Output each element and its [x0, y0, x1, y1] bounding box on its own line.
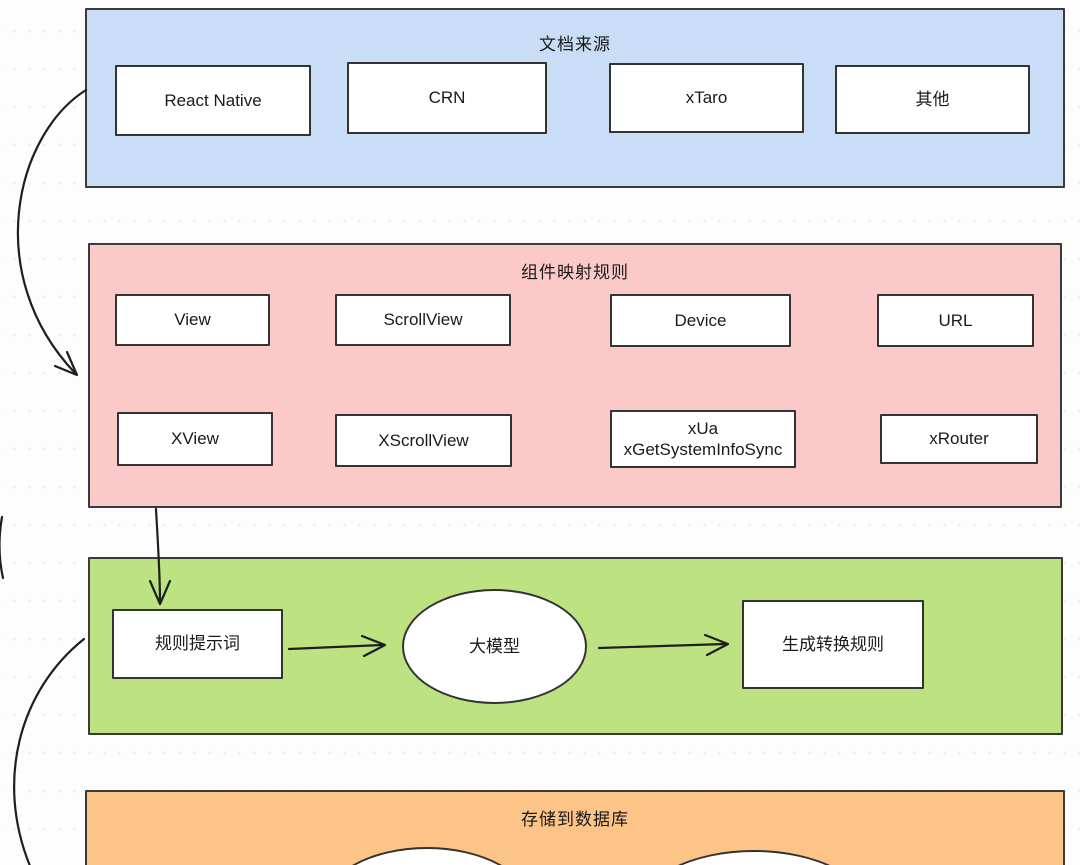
- node-large-model: 大模型: [402, 589, 587, 704]
- node-react-native: React Native: [115, 65, 311, 136]
- node-scrollview: ScrollView: [335, 294, 511, 346]
- node-device: Device: [610, 294, 791, 347]
- arrow-generation-to-storage: [13, 637, 86, 865]
- node-xtaro: xTaro: [609, 63, 804, 133]
- node-xview: XView: [117, 412, 273, 466]
- section-storage: 存储到数据库: [85, 790, 1065, 865]
- node-view: View: [115, 294, 270, 346]
- section-doc-source: 文档来源 React Native CRN xTaro 其他: [85, 8, 1065, 188]
- node-rule-prompt: 规则提示词: [112, 609, 283, 679]
- section-rule-generation: 规则提示词 大模型 生成转换规则: [88, 557, 1063, 735]
- arrow-source-to-mapping: [16, 88, 88, 375]
- node-xscrollview: XScrollView: [335, 414, 512, 467]
- edge-curve-fragment: [0, 515, 5, 580]
- node-other: 其他: [835, 65, 1030, 134]
- node-xua-xgetsysteminfosync: xUa xGetSystemInfoSync: [610, 410, 796, 468]
- node-xrouter: xRouter: [880, 414, 1038, 464]
- node-generate-conversion-rules: 生成转换规则: [742, 600, 924, 689]
- node-storage-ellipse-left: [322, 847, 532, 865]
- section-doc-source-title: 文档来源: [539, 35, 611, 54]
- node-url: URL: [877, 294, 1034, 347]
- node-crn: CRN: [347, 62, 547, 134]
- node-storage-ellipse-right: [639, 850, 869, 865]
- section-mapping-rules: 组件映射规则 View ScrollView Device URL XView …: [88, 243, 1062, 508]
- section-mapping-rules-title: 组件映射规则: [521, 263, 629, 282]
- arrow-source-to-mapping-head: [53, 350, 79, 377]
- section-storage-title: 存储到数据库: [521, 810, 629, 829]
